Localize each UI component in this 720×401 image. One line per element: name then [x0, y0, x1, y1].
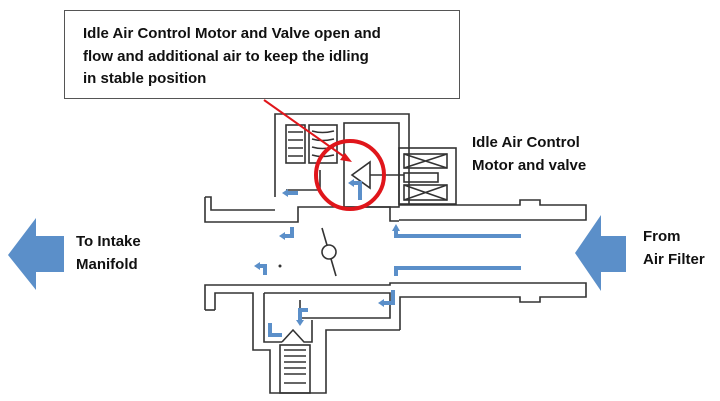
inlet-label-line: From — [643, 228, 681, 245]
outlet-label-line: To Intake — [76, 233, 141, 250]
iac-label-line: Motor and valve — [472, 157, 587, 174]
outlet-arrow-icon — [8, 218, 64, 290]
throttle-body-outline — [204, 113, 587, 394]
highlight-circle — [314, 139, 386, 211]
inlet-label-line: Air Filter — [643, 251, 705, 268]
callout-line: in stable position — [83, 70, 207, 87]
iac-label: Idle Air Control Motor and valve — [472, 131, 586, 177]
outlet-label: To Intake Manifold — [76, 230, 141, 276]
spring-housing-left — [285, 124, 306, 164]
inlet-arrow-icon — [575, 215, 626, 291]
motor-box — [398, 147, 457, 205]
airflow-arrows — [258, 181, 521, 337]
outlet-label-line: Manifold — [76, 256, 138, 273]
callout-pointer-arrow — [263, 99, 352, 162]
inlet-label: From Air Filter — [643, 225, 705, 271]
callout-box: Idle Air Control Motor and Valve open an… — [64, 10, 460, 99]
airflow-arrowheads — [254, 179, 400, 326]
callout-line: flow and additional air to keep the idli… — [83, 48, 369, 65]
iac-label-line: Idle Air Control — [472, 134, 580, 151]
throttle-plate — [321, 227, 337, 277]
callout-line: Idle Air Control Motor and Valve open an… — [83, 25, 381, 42]
